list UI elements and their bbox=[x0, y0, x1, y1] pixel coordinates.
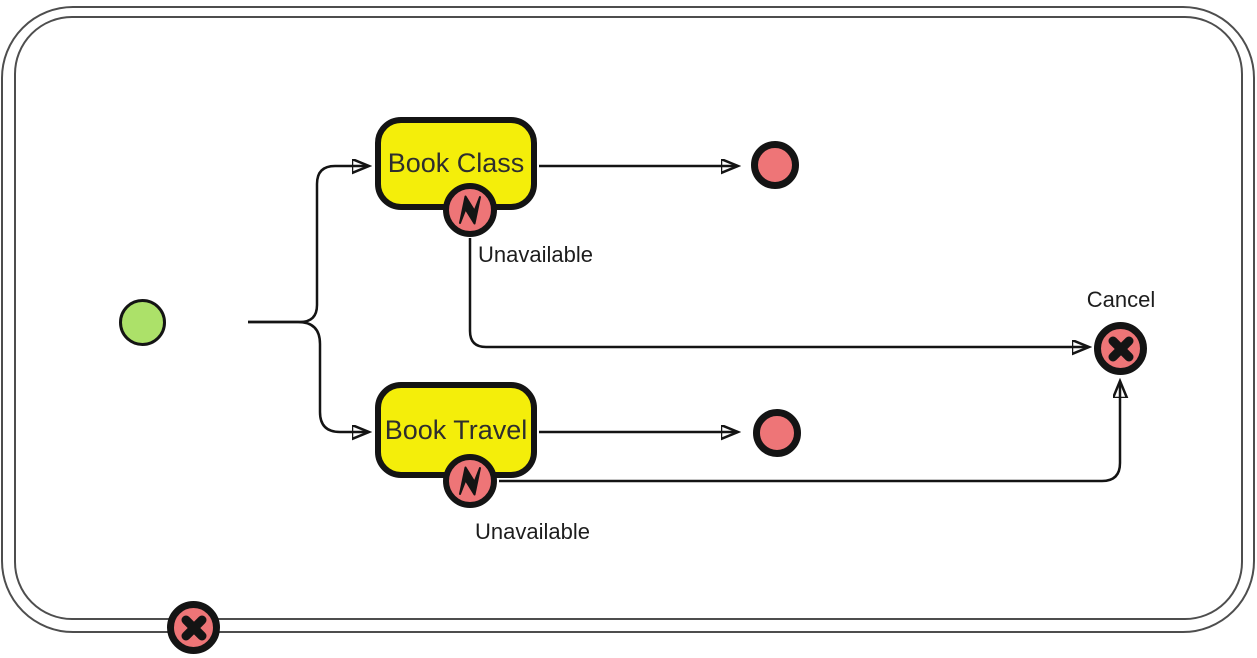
start-event[interactable] bbox=[119, 299, 166, 346]
cancel-x-icon bbox=[181, 615, 206, 640]
pool-border-outer bbox=[1, 6, 1255, 633]
task-book-travel[interactable]: Book Travel bbox=[375, 382, 537, 478]
flow-unavailable2-to-cancel bbox=[499, 381, 1120, 483]
error-lightning-icon bbox=[459, 466, 481, 496]
boundary-error-event-book-travel[interactable] bbox=[443, 454, 497, 508]
flow-start-to-book-travel bbox=[248, 320, 369, 432]
task-book-travel-label: Book Travel bbox=[384, 414, 528, 445]
end-event-book-class[interactable] bbox=[751, 141, 799, 189]
cancel-end-event[interactable] bbox=[1094, 322, 1147, 375]
flow-start-to-book-class bbox=[248, 166, 369, 324]
flow-unavailable1-to-cancel bbox=[468, 238, 1089, 347]
pool-border-inner bbox=[14, 16, 1243, 620]
boundary-error-event-book-class[interactable] bbox=[443, 183, 497, 237]
error-lightning-icon bbox=[459, 195, 481, 225]
end-event-book-travel[interactable] bbox=[753, 409, 801, 457]
cancel-label: Cancel bbox=[1086, 287, 1156, 312]
cancel-x-icon bbox=[1108, 336, 1133, 361]
unavailable-label-book-travel: Unavailable bbox=[475, 519, 590, 544]
task-book-class-label: Book Class bbox=[387, 148, 525, 178]
pool-boundary-cancel-event[interactable] bbox=[167, 601, 220, 654]
unavailable-label-book-class: Unavailable bbox=[478, 242, 593, 267]
